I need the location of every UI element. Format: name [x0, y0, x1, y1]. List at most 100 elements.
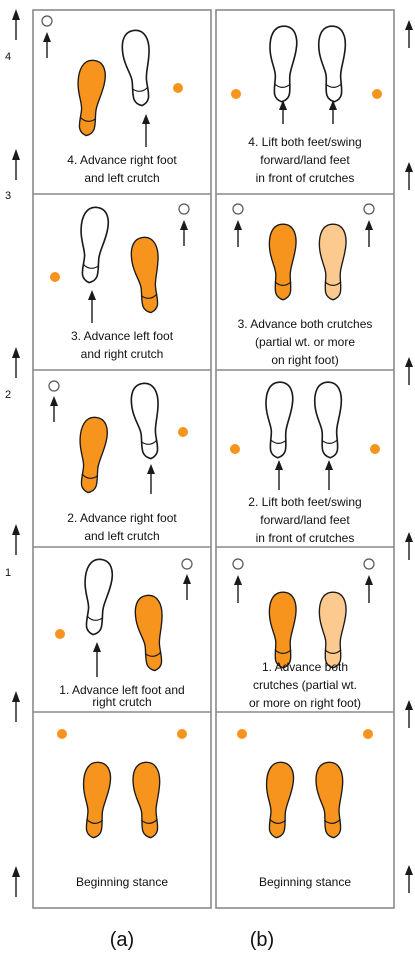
footprint-icon — [120, 29, 154, 107]
arrow-up-icon — [180, 220, 188, 246]
crutch-tip-icon — [173, 83, 183, 93]
arrow-up-icon — [405, 20, 413, 48]
arrow-up-icon — [275, 460, 283, 490]
step-caption: Beginning stance — [76, 875, 168, 889]
crutch-tip-icon — [57, 729, 67, 739]
step-caption: and right crutch — [81, 347, 164, 361]
crutch-tip-icon — [230, 444, 240, 454]
arrow-up-icon — [234, 220, 242, 247]
step-caption: 4. Lift both feet/swing — [248, 135, 361, 149]
footprint-icon — [72, 59, 106, 137]
panel-a-step-3: 3. Advance left foot and right crutch — [50, 204, 189, 361]
footprint-icon — [79, 558, 113, 636]
crutch-tip-icon — [233, 204, 243, 214]
arrow-up-icon — [183, 574, 191, 600]
arrow-up-icon — [405, 865, 413, 893]
step-number: 2 — [5, 389, 11, 401]
crutch-tip-icon — [370, 444, 380, 454]
footprint-icon — [80, 761, 112, 838]
step-caption: and left crutch — [84, 529, 159, 543]
panel-a-step-1: 1. Advance left foot and right crutch — [55, 558, 192, 709]
footprint-icon — [74, 416, 108, 494]
crutch-tip-icon — [42, 16, 52, 26]
step-caption: forward/land feet — [260, 153, 350, 167]
crutch-tip-icon — [363, 729, 373, 739]
footprint-icon — [268, 26, 297, 102]
footprint-icon — [263, 761, 295, 838]
footprint-icon — [319, 592, 346, 668]
step-caption: 2. Advance right foot — [67, 511, 177, 525]
step-caption: 2. Lift both feet/swing — [248, 495, 361, 509]
arrow-up-icon — [50, 396, 58, 422]
arrow-up-icon — [405, 532, 413, 560]
footprint-icon — [132, 761, 164, 838]
step-caption: 4. Advance right foot — [67, 153, 177, 167]
arrow-up-icon — [329, 100, 337, 124]
footprint-icon — [319, 224, 346, 300]
step-caption: (partial wt. or more — [255, 335, 355, 349]
step-number: 1 — [5, 567, 11, 579]
footprint-icon — [133, 594, 167, 672]
left-margin-arrows — [12, 9, 20, 897]
footprint-icon — [269, 592, 296, 668]
arrow-up-icon — [43, 32, 51, 58]
crutch-tip-icon — [372, 89, 382, 99]
crutch-tip-icon — [364, 204, 374, 214]
arrow-up-icon — [147, 464, 155, 494]
crutch-tip-icon — [182, 559, 192, 569]
arrow-up-icon — [12, 691, 20, 722]
footprint-icon — [129, 236, 163, 314]
arrow-up-icon — [93, 642, 101, 677]
subfigure-label-a: (a) — [110, 929, 134, 951]
arrow-up-icon — [365, 220, 373, 247]
arrow-up-icon — [325, 460, 333, 490]
step-caption: forward/land feet — [260, 513, 350, 527]
arrow-up-icon — [234, 575, 242, 603]
step-caption: Beginning stance — [259, 875, 351, 889]
footprint-icon — [315, 761, 347, 838]
step-caption: 3. Advance both crutches — [238, 317, 373, 331]
column-a — [33, 10, 211, 908]
right-margin-arrows — [405, 20, 413, 893]
panel-a-step-2: 2. Advance right foot and left crutch — [49, 381, 188, 543]
crutch-tip-icon — [237, 729, 247, 739]
subfigure-label-b: (b) — [250, 929, 274, 951]
crutch-tip-icon — [231, 89, 241, 99]
arrow-up-icon — [12, 149, 20, 180]
step-caption: in front of crutches — [256, 531, 355, 545]
arrow-up-icon — [405, 357, 413, 385]
crutch-tip-icon — [177, 729, 187, 739]
footprint-icon — [314, 382, 343, 458]
step-caption: 3. Advance left foot — [71, 329, 174, 343]
panel-b-step-2: 2. Lift both feet/swing forward/land fee… — [230, 382, 380, 545]
arrow-up-icon — [88, 290, 96, 323]
crutch-tip-icon — [364, 559, 374, 569]
step-caption: 1. Advance both — [262, 660, 348, 674]
arrow-up-icon — [142, 114, 150, 147]
footprint-icon — [264, 382, 293, 458]
step-numbers: 4 3 2 1 — [5, 51, 11, 579]
panel-a-beginning: Beginning stance — [57, 729, 187, 889]
step-caption: crutches (partial wt. — [253, 678, 357, 692]
arrow-up-icon — [405, 162, 413, 190]
step-number: 3 — [5, 190, 11, 202]
arrow-up-icon — [12, 866, 20, 897]
arrow-up-icon — [12, 9, 20, 40]
step-caption: in front of crutches — [256, 171, 355, 185]
panel-b-step-1: 1. Advance both crutches (partial wt. or… — [233, 559, 374, 710]
crutch-tip-icon — [178, 427, 188, 437]
crutch-tip-icon — [55, 629, 65, 639]
arrow-up-icon — [405, 700, 413, 728]
crutch-tip-icon — [49, 381, 59, 391]
step-caption: on right foot) — [271, 353, 338, 367]
panel-a-border — [33, 10, 211, 908]
footprint-icon — [129, 382, 163, 460]
panel-a-step-4: 4. Advance right foot and left crutch — [42, 16, 183, 185]
crutch-tip-icon — [50, 272, 60, 282]
step-caption: and left crutch — [84, 171, 159, 185]
arrow-up-icon — [279, 100, 287, 124]
footprint-icon — [269, 224, 296, 300]
footprint-icon — [75, 206, 109, 284]
arrow-up-icon — [12, 524, 20, 555]
